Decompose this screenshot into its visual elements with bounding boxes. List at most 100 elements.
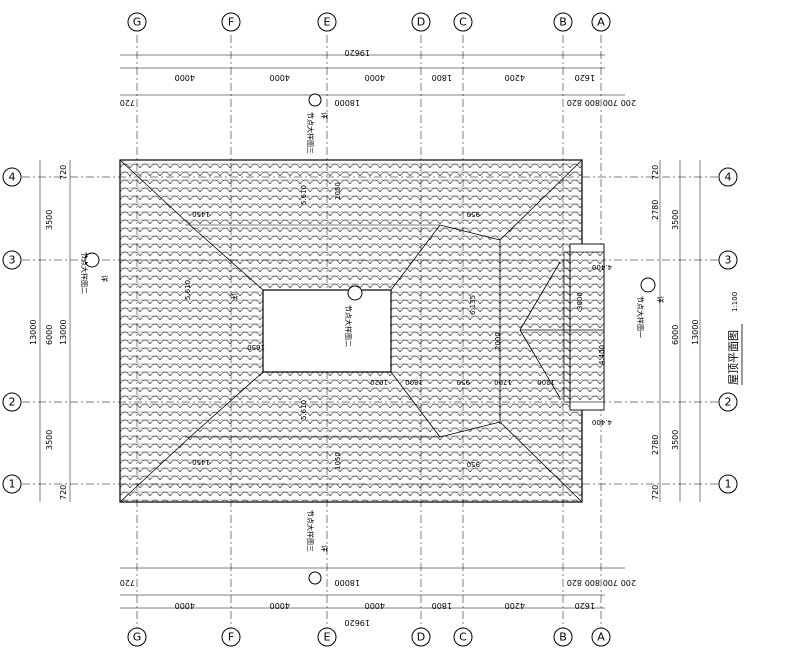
svg-text:A: A (597, 631, 605, 644)
svg-text:3: 3 (725, 254, 732, 267)
svg-text:200: 200 (621, 98, 636, 107)
callout-top: 节点大样图三 详 (306, 93, 329, 154)
svg-text:2: 2 (725, 396, 732, 409)
svg-text:4.400: 4.400 (598, 345, 606, 365)
svg-text:A: A (597, 16, 605, 29)
svg-text:1800: 1800 (432, 73, 452, 82)
svg-text:19620: 19620 (345, 48, 370, 57)
svg-text:E: E (324, 631, 331, 644)
svg-text:1700: 1700 (494, 378, 512, 386)
svg-text:2780: 2780 (651, 435, 660, 455)
svg-text:6000: 6000 (671, 325, 680, 345)
svg-text:1: 1 (9, 478, 16, 491)
axis-1-left: 1 (2, 474, 22, 494)
svg-text:F: F (228, 16, 234, 29)
svg-text:3500: 3500 (45, 430, 54, 450)
svg-text:B: B (559, 16, 567, 29)
svg-text:B: B (559, 631, 567, 644)
svg-text:5.610: 5.610 (300, 400, 308, 420)
dim-text-right: 2780 3500 6000 3500 2780 13000 720 720 (651, 165, 700, 500)
svg-text:详: 详 (320, 545, 329, 552)
svg-text:18000: 18000 (335, 578, 360, 587)
svg-text:C: C (459, 16, 467, 29)
svg-text:4000: 4000 (175, 601, 195, 610)
axis-d-top: D (411, 12, 431, 32)
svg-text:F: F (228, 631, 234, 644)
svg-text:1620: 1620 (575, 73, 595, 82)
svg-text:详: 详 (656, 296, 665, 303)
svg-text:720: 720 (59, 165, 68, 180)
svg-text:D: D (417, 631, 425, 644)
svg-text:3000: 3000 (576, 292, 584, 310)
svg-text:屋顶平面图: 屋顶平面图 (727, 330, 740, 385)
svg-text:节点大样图二: 节点大样图二 (80, 252, 89, 294)
svg-text:4: 4 (725, 171, 732, 184)
roof-annotations: 5.610 5.610 6.135 5.610 4.400 4.400 4.40… (184, 182, 612, 470)
svg-text:1050: 1050 (334, 182, 342, 200)
svg-text:4000: 4000 (365, 73, 385, 82)
svg-text:G: G (133, 16, 142, 29)
svg-text:4.400: 4.400 (592, 263, 612, 271)
svg-text:详: 详 (230, 293, 239, 300)
svg-text:节点大样图一: 节点大样图一 (636, 296, 645, 338)
axis-g-top: G (127, 12, 147, 32)
axis-c-top: C (453, 12, 473, 32)
svg-text:5.610: 5.610 (300, 185, 308, 205)
svg-text:1800: 1800 (432, 601, 452, 610)
svg-text:2: 2 (9, 396, 16, 409)
axis-4-right: 4 (718, 167, 738, 187)
svg-text:节点大样图二: 节点大样图二 (344, 305, 353, 347)
svg-text:3500: 3500 (671, 430, 680, 450)
svg-text:4000: 4000 (175, 73, 195, 82)
svg-text:1: 1 (725, 478, 732, 491)
axis-f-bottom: F (221, 627, 241, 647)
svg-text:19620: 19620 (345, 618, 370, 627)
svg-text:E: E (324, 16, 331, 29)
dim-text-left: 13000 13000 3500 6000 3500 720 720 (29, 165, 68, 500)
svg-text:13000: 13000 (691, 320, 700, 345)
drawing-title: 屋顶平面图 1:100 (727, 292, 743, 385)
svg-text:1800: 1800 (405, 378, 423, 386)
svg-text:1450: 1450 (192, 458, 210, 466)
svg-text:700: 700 (603, 578, 618, 587)
axis-a-bottom: A (591, 627, 611, 647)
svg-text:1050: 1050 (334, 452, 342, 470)
svg-text:4200: 4200 (505, 73, 525, 82)
svg-text:1:100: 1:100 (731, 292, 739, 312)
axis-b-bottom: B (553, 627, 573, 647)
svg-text:节点大样图三: 节点大样图三 (306, 510, 315, 552)
svg-text:1450: 1450 (192, 210, 210, 218)
svg-text:1020: 1020 (370, 378, 388, 386)
svg-text:6000: 6000 (45, 325, 54, 345)
dimension-lines (39, 54, 701, 609)
svg-text:700: 700 (603, 98, 618, 107)
svg-text:3500: 3500 (45, 210, 54, 230)
svg-text:3: 3 (9, 254, 16, 267)
svg-text:800: 800 (585, 578, 600, 587)
svg-text:720: 720 (651, 165, 660, 180)
svg-text:D: D (417, 16, 425, 29)
axis-g-bottom: G (127, 627, 147, 647)
axis-d-bottom: D (411, 627, 431, 647)
axis-1-right: 1 (718, 474, 738, 494)
callout-courtyard: 节点大样图二 详 (230, 285, 363, 347)
svg-text:节点大样图三: 节点大样图三 (306, 112, 315, 154)
svg-text:720: 720 (59, 485, 68, 500)
svg-text:详: 详 (100, 275, 109, 282)
callout-right: 节点大样图一 详 (636, 277, 665, 338)
svg-text:950: 950 (467, 460, 480, 468)
axis-a-top: A (591, 12, 611, 32)
svg-text:4000: 4000 (270, 601, 290, 610)
svg-text:6.135: 6.135 (469, 295, 477, 315)
svg-text:950: 950 (457, 378, 470, 386)
svg-text:4200: 4200 (505, 601, 525, 610)
svg-text:820: 820 (567, 98, 582, 107)
vertical-axis-lines (136, 35, 602, 628)
svg-text:4000: 4000 (365, 601, 385, 610)
axis-bubbles-left: 4 3 2 1 (2, 167, 22, 494)
dim-text-bottom: 19620 4000 4000 4000 1800 4200 1620 1800… (120, 578, 636, 627)
callout-bottom: 节点大样图三 详 (306, 510, 329, 585)
svg-text:13000: 13000 (29, 320, 38, 345)
svg-text:详: 详 (320, 112, 329, 119)
